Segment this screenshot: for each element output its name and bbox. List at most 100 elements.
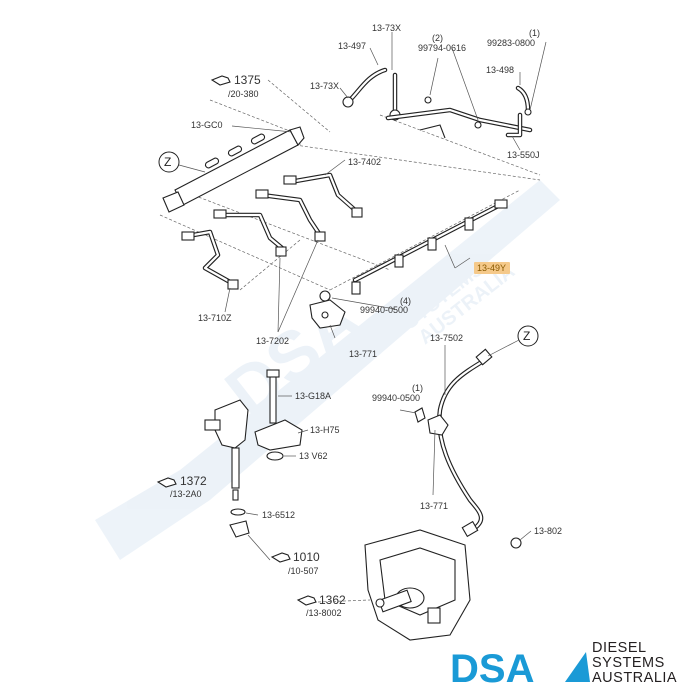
part-labels: 13-73X 13-497 (2) 99794-0616 (1) 99283-0… (191, 23, 562, 536)
ref-1375[interactable]: 1375 /20-380 (210, 73, 261, 99)
connector-z-upper-letter: Z (164, 155, 171, 169)
label-13-49y: 13-49Y (477, 263, 506, 273)
pipe-13-7502[interactable] (437, 348, 493, 538)
rail-tee (427, 237, 437, 251)
label-13-497: 13-497 (338, 41, 366, 51)
pipe-13-7202-a (259, 192, 323, 238)
clamp-13-h75 (254, 419, 303, 451)
label-13-73x-top: 13-73X (372, 23, 401, 33)
rail-slot (204, 157, 220, 169)
ref-1372[interactable]: 1372 /13-2A0 (156, 474, 207, 499)
nut-13-802 (510, 537, 522, 549)
pointing-hand-icon (296, 595, 317, 606)
clamp-13-771 (427, 414, 449, 436)
connector-z-lower-letter: Z (523, 329, 530, 343)
rail-end (494, 199, 508, 209)
injector-body (214, 399, 249, 449)
rail-slot (250, 133, 266, 145)
label-13-7402: 13-7402 (348, 157, 381, 167)
ref-1375-sub: /20-380 (228, 89, 259, 99)
rail-end-cap (162, 191, 185, 213)
label-13-7102: 13-710Z (198, 313, 232, 323)
bolt-13-g18a (269, 374, 277, 424)
nut-99940 (319, 290, 331, 302)
label-qty-4: (4) (400, 296, 411, 306)
logo-wordmark: DSA (450, 647, 534, 691)
label-13-771-lower: 13-771 (420, 501, 448, 511)
logo-line-1: DIESEL (592, 640, 647, 656)
rail-end-cap (289, 126, 305, 146)
dashed-outline (329, 189, 521, 291)
pipe-nut (255, 189, 269, 199)
watermark: DSA DIESEL SYSTEMS AUSTRALIA (95, 180, 560, 560)
ref-1010[interactable]: 1010 /10-507 (270, 550, 320, 576)
leak-off-rail-13-49y[interactable] (351, 199, 508, 295)
rail-slot (227, 145, 243, 157)
label-13-g18a: 13-G18A (295, 391, 331, 401)
highlight-13-49y (474, 262, 510, 274)
pipe-nut (181, 231, 195, 241)
logo-line-2: SYSTEMS (592, 655, 665, 671)
clamp-assembly-upper[interactable] (309, 290, 346, 329)
pipe-nut (227, 279, 239, 290)
pointing-hand-icon (210, 75, 231, 86)
label-99283-0800: 99283-0800 (487, 38, 535, 48)
label-qty-2: (2) (432, 33, 443, 43)
reference-callouts: 1375 /20-380 1372 /13-2A0 1010 /10-507 1… (156, 73, 371, 618)
rail-tee (394, 254, 404, 268)
hose-clamp (342, 96, 354, 108)
label-99794-0616: 99794-0616 (418, 43, 466, 53)
pipe-nut (351, 207, 363, 218)
label-13-v62: 13 V62 (299, 451, 328, 461)
label-13-7202: 13-7202 (256, 336, 289, 346)
watermark-swoosh (95, 180, 560, 560)
connector-z-lower[interactable]: Z (487, 325, 539, 357)
rail-tee (351, 281, 361, 295)
bolt (474, 121, 482, 129)
connector-z-upper[interactable]: Z (158, 151, 206, 173)
ref-1362-sub: /13-8002 (306, 608, 342, 618)
dashed-outline (179, 189, 391, 271)
label-13-550j: 13-550J (507, 150, 540, 160)
fuel-rail-13-gc0[interactable] (162, 126, 305, 213)
injector-nozzle (231, 447, 240, 489)
pipe-bracket (419, 124, 446, 139)
pipe-nut (475, 348, 493, 366)
label-qty-1b: (1) (412, 383, 423, 393)
dashed-outline (239, 239, 301, 291)
washer-13-v62 (266, 451, 284, 461)
pipe-nut (283, 175, 297, 185)
rail-tee (464, 217, 474, 231)
nut-99940 (414, 407, 426, 423)
high-pressure-pipes[interactable] (181, 172, 363, 290)
logo-triangle-icon (565, 652, 590, 682)
pipe-nut (275, 246, 287, 257)
label-13-gc0: 13-GC0 (191, 120, 223, 130)
ref-1372-number: 1372 (180, 474, 207, 488)
label-13-73x-mid: 13-73X (310, 81, 339, 91)
label-13-771-upper: 13-771 (349, 349, 377, 359)
seal-13-6512 (230, 508, 246, 516)
dashed-outline (159, 214, 331, 291)
leader-lines (224, 32, 547, 561)
label-13-7502: 13-7502 (430, 333, 463, 343)
pipe-13-7202-b (217, 212, 285, 251)
label-13-h75: 13-H75 (310, 425, 340, 435)
dashed-outline (294, 144, 541, 181)
label-99940-0500-lower: 99940-0500 (372, 393, 420, 403)
ref-1372-sub: /13-2A0 (170, 489, 202, 499)
injector-assembly[interactable] (204, 369, 303, 538)
pointing-hand-icon (270, 552, 291, 563)
pipe-nut (314, 231, 326, 242)
label-13-802: 13-802 (534, 526, 562, 536)
ref-1375-number: 1375 (234, 73, 261, 87)
pointing-hand-icon (156, 477, 177, 488)
logo-line-3: AUSTRALIA (592, 670, 677, 686)
fuel-pump[interactable] (364, 529, 522, 641)
dsa-logo[interactable]: DSA DIESEL SYSTEMS AUSTRALIA (450, 640, 677, 691)
ref-1010-number: 1010 (293, 550, 320, 564)
clamp-assembly-lower[interactable] (414, 407, 449, 436)
ref-1362[interactable]: 1362 /13-8002 (296, 593, 346, 618)
top-hoses[interactable] (342, 67, 533, 139)
